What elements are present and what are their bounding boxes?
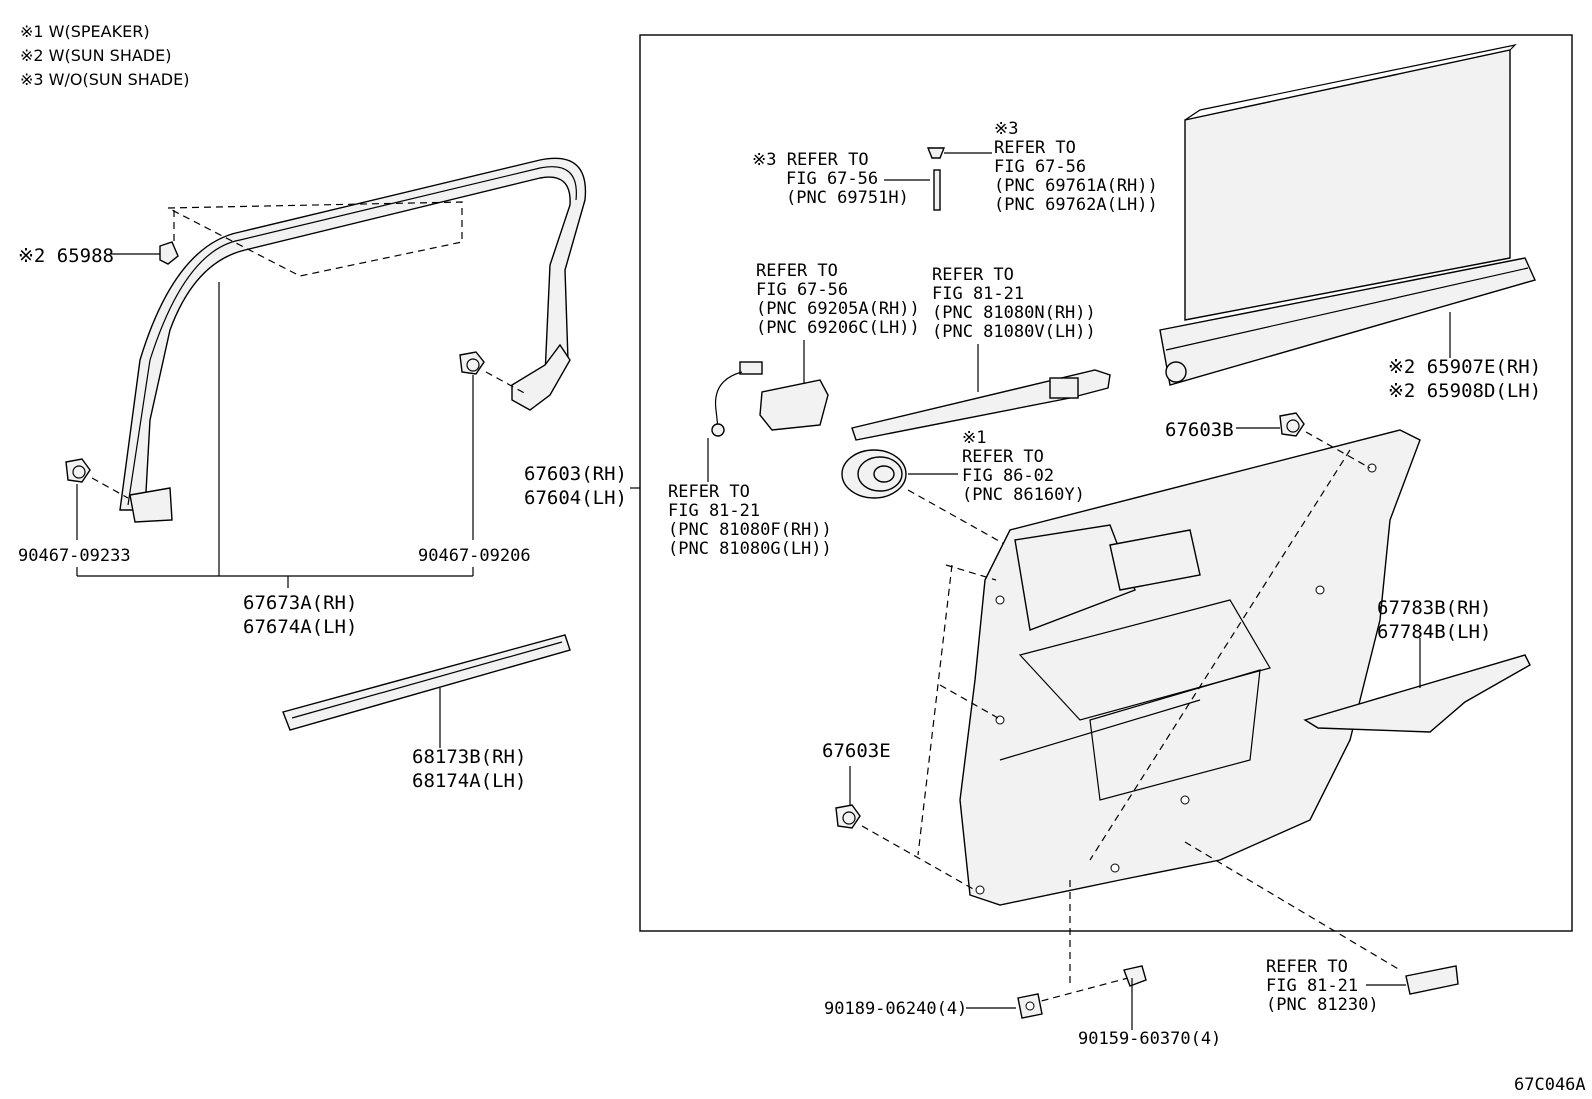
ref-81080f: REFER TO FIG 81-21 (PNC 81080F(RH)) (PNC… (668, 482, 832, 559)
clip-90467-09233 (65, 458, 91, 483)
label-67603e: 67603E (822, 740, 891, 762)
armrest-plate (1303, 654, 1531, 733)
notes-legend: ※1 W(SPEAKER) ※2 W(SUN SHADE) ※3 W/O(SUN… (20, 22, 189, 89)
svg-text:FIG 67-56: FIG 67-56 (994, 157, 1086, 177)
label-90189: 90189-06240(4) (824, 999, 967, 1019)
clip-90189 (1017, 993, 1043, 1019)
ref-69751: ※3 REFER TO FIG 67-56 (PNC 69751H) (752, 150, 909, 208)
label-90467-09206: 90467-09206 (418, 546, 531, 566)
svg-text:REFER TO: REFER TO (1266, 957, 1348, 977)
svg-text:(PNC 69206C(LH)): (PNC 69206C(LH)) (756, 318, 920, 338)
ref-69761: ※3 REFER TO FIG 67-56 (PNC 69761A(RH)) (… (994, 119, 1158, 215)
svg-text:(PNC 81230): (PNC 81230) (1266, 995, 1379, 1015)
svg-text:REFER TO: REFER TO (668, 482, 750, 502)
svg-text:REFER TO: REFER TO (932, 265, 1014, 285)
screw-90159 (1123, 965, 1147, 1030)
svg-text:(PNC 69751H): (PNC 69751H) (786, 188, 909, 208)
label-68174a: 68174A(LH) (412, 770, 526, 792)
svg-text:(PNC 81080G(LH)): (PNC 81080G(LH)) (668, 539, 832, 559)
label-65908d: ※2 65908D(LH) (1388, 380, 1541, 402)
ref-81230: REFER TO FIG 81-21 (PNC 81230) (1266, 957, 1379, 1015)
svg-text:REFER TO: REFER TO (962, 447, 1044, 467)
svg-text:※3 REFER TO: ※3 REFER TO (752, 150, 869, 170)
svg-text:(PNC 86160Y): (PNC 86160Y) (962, 485, 1085, 505)
svg-text:(PNC 81080V(LH)): (PNC 81080V(LH)) (932, 322, 1096, 342)
note-1: ※1 W(SPEAKER) (20, 22, 150, 41)
inside-handle (711, 361, 829, 437)
speaker (841, 449, 907, 499)
label-67604-lh: 67604(LH) (524, 487, 627, 509)
label-65907e: ※2 65907E(RH) (1388, 356, 1541, 378)
svg-text:FIG 67-56: FIG 67-56 (786, 169, 878, 189)
ref-86160: ※1 REFER TO FIG 86-02 (PNC 86160Y) (962, 428, 1085, 505)
svg-text:REFER TO: REFER TO (756, 261, 838, 281)
door-trim-assembly-frame (639, 34, 1573, 932)
svg-text:※1: ※1 (962, 428, 986, 448)
svg-text:※3: ※3 (994, 119, 1018, 139)
label-90159: 90159-60370(4) (1078, 1029, 1221, 1049)
door-trim-panel (959, 429, 1421, 906)
svg-text:FIG 86-02: FIG 86-02 (962, 466, 1054, 486)
sun-shade (1159, 44, 1536, 386)
diagram-code: 67C046A (1514, 1075, 1586, 1095)
svg-text:(PNC 69762A(LH)): (PNC 69762A(LH)) (994, 195, 1158, 215)
label-67783b: 67783B(RH) (1377, 597, 1491, 619)
svg-text:(PNC 81080N(RH)): (PNC 81080N(RH)) (932, 303, 1096, 323)
window-frame-moulding (119, 157, 587, 523)
label-67673a: 67673A(RH) (243, 592, 357, 614)
label-67784b: 67784B(LH) (1377, 621, 1491, 643)
ref-81080n: REFER TO FIG 81-21 (PNC 81080N(RH)) (PNC… (932, 265, 1096, 342)
wire-harness (851, 369, 1111, 441)
svg-text:(PNC 69761A(RH)): (PNC 69761A(RH)) (994, 176, 1158, 196)
svg-text:REFER TO: REFER TO (994, 138, 1076, 158)
clip-90467-09206 (459, 351, 485, 375)
clip-67603e (835, 804, 861, 829)
svg-text:(PNC 69205A(RH)): (PNC 69205A(RH)) (756, 299, 920, 319)
ref-69205: REFER TO FIG 67-56 (PNC 69205A(RH)) (PNC… (756, 261, 920, 338)
svg-text:FIG 81-21: FIG 81-21 (668, 501, 760, 521)
label-67674a: 67674A(LH) (243, 616, 357, 638)
moulding-dash-guide (167, 201, 463, 277)
svg-text:(PNC 81080F(RH)): (PNC 81080F(RH)) (668, 520, 832, 540)
label-65988: ※2 65988 (18, 245, 114, 267)
belt-moulding (282, 634, 571, 731)
label-68173b: 68173B(RH) (412, 746, 526, 768)
switch-base (1405, 965, 1459, 995)
label-67603-rh: 67603(RH) (524, 463, 627, 485)
svg-text:FIG 81-21: FIG 81-21 (932, 284, 1024, 304)
note-3: ※3 W/O(SUN SHADE) (20, 70, 189, 89)
svg-text:FIG 67-56: FIG 67-56 (756, 280, 848, 300)
svg-text:FIG 81-21: FIG 81-21 (1266, 976, 1358, 996)
screw-69751 (926, 147, 946, 211)
label-90467-09233: 90467-09233 (18, 546, 131, 566)
clip-65988 (159, 241, 179, 265)
label-67603b: 67603B (1165, 419, 1234, 441)
clip-67603b (1279, 412, 1305, 437)
note-2: ※2 W(SUN SHADE) (20, 46, 171, 65)
